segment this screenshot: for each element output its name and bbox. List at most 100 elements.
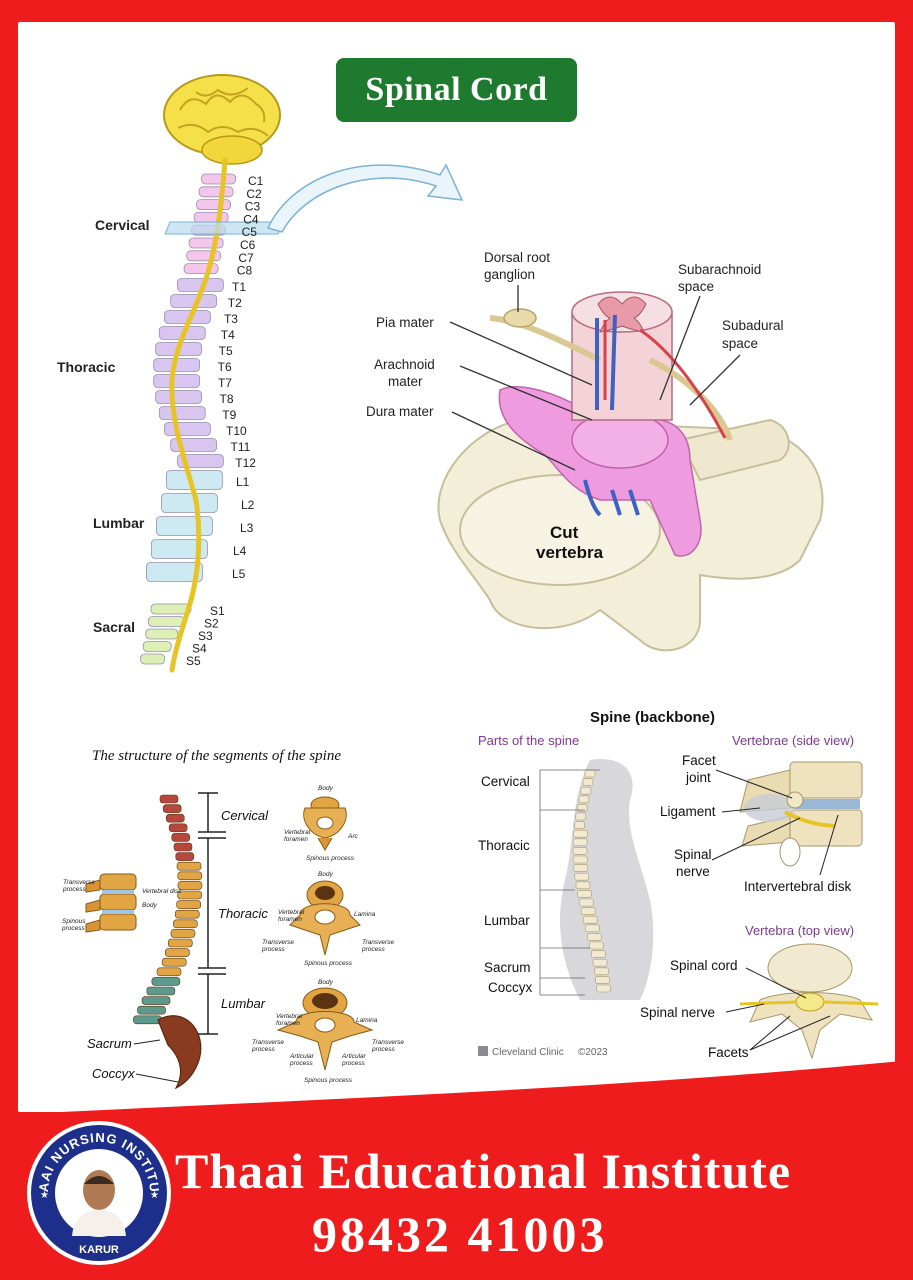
cross-section-leader-lines: [449, 285, 741, 471]
thoracic-body: Body: [318, 871, 334, 878]
backbone-vertebra: [572, 847, 588, 855]
segment-vertebra: [167, 938, 193, 948]
footer-wave: [0, 1060, 913, 1120]
segment-vertebra: [177, 890, 202, 900]
institute-phone: 98432 41003: [312, 1206, 608, 1262]
segments-heading: The structure of the segments of the spi…: [92, 748, 341, 764]
backbone-vertebra: [584, 769, 596, 778]
seal-star-left: ★: [40, 1190, 49, 1201]
thoracic-foramen-1: Vertebral: [278, 909, 305, 916]
level-label-L1: L1: [236, 475, 250, 489]
lumbar-transverse-r1: Transverse: [372, 1039, 404, 1046]
level-label-L5: L5: [232, 567, 246, 581]
segment-vertebra: [173, 919, 198, 929]
seal-star-right: ★: [150, 1190, 159, 1201]
segment-label-sacrum: Sacrum: [87, 1036, 132, 1051]
spinal-cord-line: [169, 157, 228, 673]
level-label-S4: S4: [192, 642, 207, 656]
backbone-vertebra: [580, 907, 596, 915]
level-label-L3: L3: [240, 521, 254, 535]
backbone-vertebra: [574, 872, 590, 881]
segment-label-cervical: Cervical: [221, 808, 269, 823]
label-facet-2: joint: [685, 770, 711, 785]
side-view-labels: Facet joint Ligament Spinal nerve Interv…: [660, 753, 852, 894]
part-cervical: Cervical: [481, 774, 530, 789]
level-label-T3: T3: [224, 312, 238, 326]
vertebra-S3: [145, 628, 179, 640]
level-label-T10: T10: [226, 424, 247, 438]
label-dura-mater: Dura mater: [366, 404, 434, 419]
backbone-vertebra: [582, 915, 598, 924]
backbone-vertebra: [589, 941, 604, 950]
backbone-vertebra: [577, 890, 592, 898]
vertebra-S1: [150, 603, 192, 615]
backbone-spine: [572, 769, 611, 993]
level-label-C3: C3: [245, 200, 261, 214]
segment-vertebra: [165, 948, 190, 957]
thoracic-transverse-l1: Transverse: [262, 939, 294, 946]
thoracic-detail-labels: Body Vertebral foramen Lamina Transverse…: [261, 871, 394, 967]
level-label-C5: C5: [242, 225, 258, 239]
backbone-vertebra: [587, 933, 602, 941]
vertebra-C3: [196, 199, 232, 211]
side-detail-labels: Transverse process Vertebral disc Body S…: [61, 879, 182, 932]
vertebra-C4: [193, 211, 229, 223]
nerve-root-left: [489, 315, 602, 363]
lumbar-vertebra-top-view: [276, 987, 374, 1071]
side-spinous-1: Spinous: [62, 918, 86, 925]
segment-vertebra: [159, 794, 179, 804]
backbone-vertebra: [580, 786, 592, 795]
level-label-T11: T11: [230, 440, 250, 454]
level-label-T7: T7: [218, 376, 232, 390]
vertebral-column-diagram: C1C2C3C4C5C6C7C8T1T2T3T4T5T6T7T8T9T10T11…: [57, 74, 464, 673]
thoracic-foramen-2: foramen: [278, 916, 302, 923]
segment-vertebra: [173, 842, 193, 852]
segment-label-coccyx: Coccyx: [92, 1066, 135, 1081]
label-facets: Facets: [708, 1045, 749, 1060]
cross-section-labels: Dorsal root ganglion Subarachnoid space …: [366, 250, 784, 419]
level-label-C4: C4: [243, 212, 259, 226]
lumbar-articular-r2: process: [341, 1060, 366, 1067]
region-label-sacral: Sacral: [93, 619, 135, 635]
segment-brackets: [198, 792, 226, 1035]
lumbar-body: Body: [318, 979, 334, 986]
level-label-T8: T8: [220, 392, 234, 406]
page-title: Spinal Cord: [336, 58, 577, 122]
level-label-C1: C1: [248, 174, 264, 188]
level-label-C6: C6: [240, 238, 256, 252]
level-label-T5: T5: [219, 344, 233, 358]
vertebra-L2: [160, 493, 218, 513]
level-label-T1: T1: [232, 280, 246, 294]
label-facet-1: Facet: [682, 753, 716, 768]
transverse-process: [678, 418, 790, 482]
segment-vertebra: [177, 871, 203, 881]
brain-illustration: [163, 74, 281, 165]
level-label-C2: C2: [246, 187, 262, 201]
parts-heading: Parts of the spine: [478, 733, 579, 748]
cervical-spinous: Spinous process: [306, 855, 355, 862]
side-view-heading: Vertebrae (side view): [732, 733, 854, 748]
lumbar-transverse-l2: process: [251, 1046, 276, 1053]
cut-vertebra-label: Cut vertebra: [536, 523, 604, 562]
backbone-vertebra: [591, 950, 606, 958]
segment-vertebra: [171, 833, 191, 842]
backbone-vertebra: [575, 812, 587, 821]
part-thoracic: Thoracic: [478, 838, 530, 853]
thoracic-transverse-r1: Transverse: [362, 939, 394, 946]
label-subarachnoid-1: Subarachnoid: [678, 262, 761, 277]
part-sacrum: Sacrum: [484, 960, 531, 975]
segment-vertebra: [162, 804, 182, 813]
backbone-vertebra: [585, 924, 600, 933]
level-label-S3: S3: [198, 629, 213, 643]
backbone-vertebra: [578, 795, 590, 804]
backbone-vertebra: [578, 898, 594, 907]
segments-diagram: The structure of the segments of the spi…: [61, 748, 404, 1090]
vertebra-S4: [142, 641, 172, 652]
label-vertebra: vertebra: [536, 543, 604, 562]
vertebra-C1: [201, 173, 237, 185]
side-detail-vertebrae: [85, 873, 137, 933]
lumbar-transverse-r2: process: [371, 1046, 396, 1053]
segment-vertebra: [156, 967, 182, 977]
level-label-C8: C8: [237, 264, 253, 278]
backbone-vertebra: [595, 976, 610, 984]
